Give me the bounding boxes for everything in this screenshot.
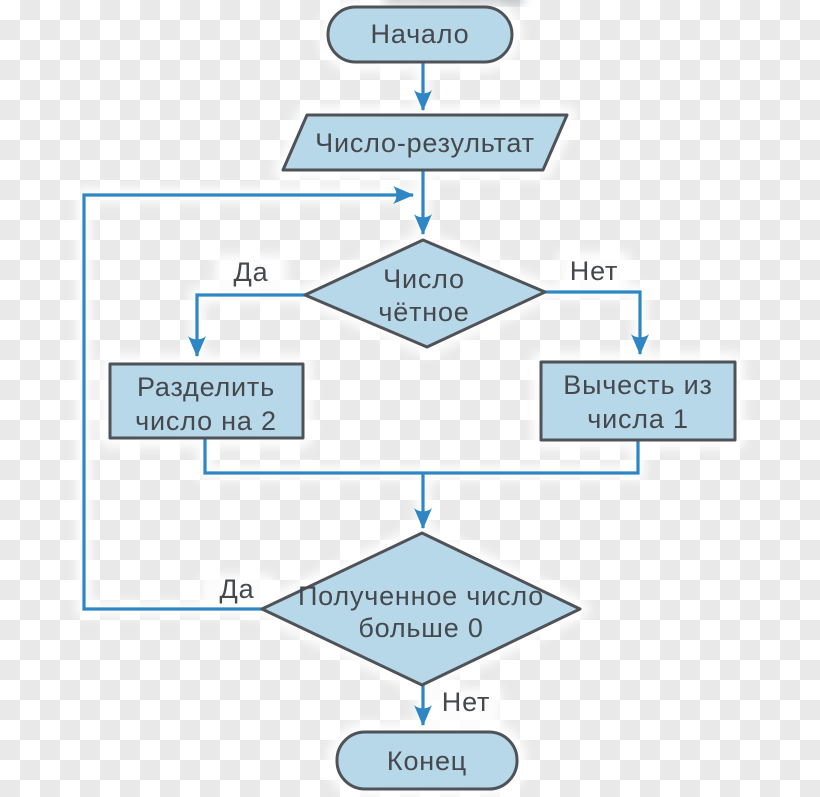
divide-label-line2: число на 2 <box>135 406 277 436</box>
input-node <box>281 113 569 172</box>
positive-no-label: Нет <box>442 687 490 717</box>
start-node <box>326 5 514 64</box>
start-node-label: Начало <box>371 19 470 49</box>
connectors <box>82 62 649 726</box>
edge-even-no-to-subtract <box>545 290 649 355</box>
even-check-label-line1: Число <box>383 264 465 294</box>
divide-label-line1: Разделить <box>137 372 275 402</box>
even-no-label: Нет <box>570 256 618 286</box>
nodes: Начало Число-результат Число чётное Разд… <box>108 5 737 791</box>
subtract-label-line2: числа 1 <box>587 404 689 434</box>
even-check-node <box>303 238 547 349</box>
scan-artifact <box>385 0 525 4</box>
positive-yes-label: Да <box>220 574 255 604</box>
edge-even-yes-to-divide <box>188 293 305 357</box>
positive-check-node <box>260 531 582 687</box>
edge-labels: Да Нет Да Нет <box>220 256 618 717</box>
subtract-node <box>539 360 737 442</box>
input-node-label: Число-результат <box>315 128 535 158</box>
divide-node <box>108 362 305 440</box>
subtract-label-line1: Вычесть из <box>563 370 712 400</box>
positive-check-label-line2: больше 0 <box>358 613 483 643</box>
edge-positive-yes-loop <box>82 186 414 611</box>
even-check-label-line2: чётное <box>378 297 469 327</box>
end-node <box>335 730 519 791</box>
positive-check-label-line1: Полученное число <box>298 581 544 611</box>
even-yes-label: Да <box>234 257 269 287</box>
end-node-label: Конец <box>387 746 467 776</box>
